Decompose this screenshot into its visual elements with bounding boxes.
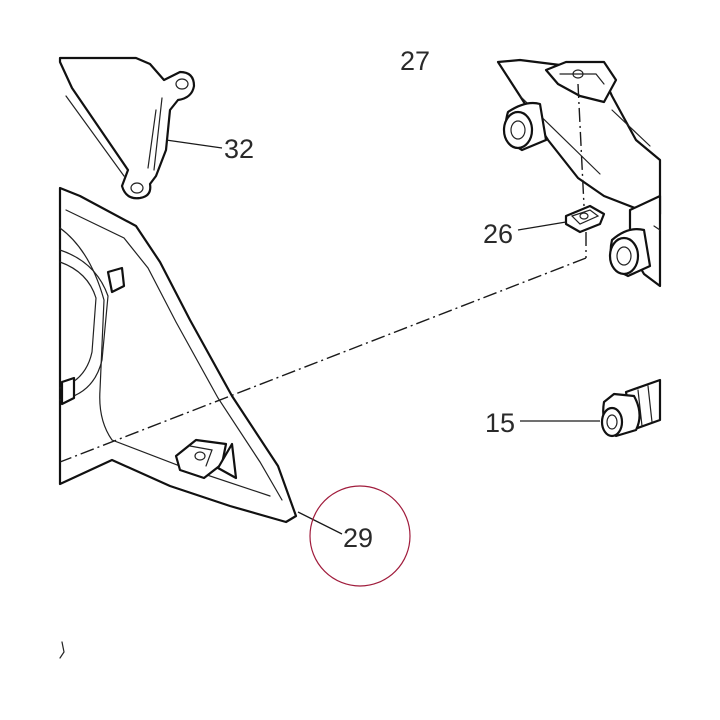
part-15-flange-bolt[interactable] [600,378,662,438]
callout-26-label: 26 [483,219,513,249]
callout-29-label: 29 [343,523,373,553]
callout-29-highlight-circle [309,485,411,587]
callout-15-label: 15 [485,408,515,438]
part-26-clip-nut[interactable] [564,204,606,234]
frame-mount-assembly[interactable] [496,58,662,288]
callout-32[interactable]: 32 [165,134,254,164]
callout-32-label: 32 [224,134,254,164]
part-32-bracket[interactable] [58,56,196,200]
callout-26[interactable]: 26 [483,219,567,249]
callout-29[interactable]: 29 [297,485,411,587]
part-29-side-fairing[interactable] [58,186,298,524]
cropped-mark [59,641,65,659]
alignment-line-diagonal [59,257,587,463]
callout-27[interactable]: 27 [400,46,430,76]
alignment-line-vertical [577,83,585,207]
callout-15[interactable]: 15 [485,408,600,438]
callout-27-label: 27 [400,46,430,76]
